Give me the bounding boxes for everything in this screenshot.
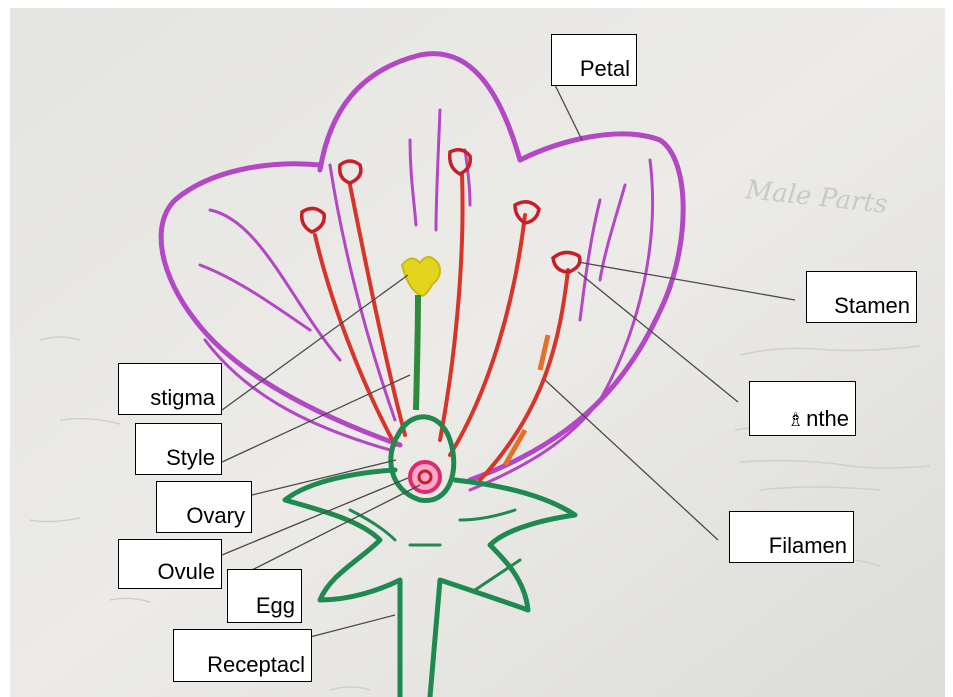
glitch-glyph-icon: ♗ — [787, 411, 804, 430]
label-petal-text: Petal — [580, 58, 630, 80]
label-egg: Egg — [227, 569, 302, 623]
label-stigma-text: stigma — [150, 387, 215, 409]
label-filament-text: Filamen — [769, 535, 847, 557]
label-ovule-text: Ovule — [158, 561, 215, 583]
label-anther-text: nthe — [806, 408, 849, 430]
label-filament: Filamen — [729, 511, 854, 563]
label-receptacle-text: Receptacl — [207, 654, 305, 676]
label-anther: ♗nthe — [749, 381, 856, 436]
style-shape — [416, 295, 418, 410]
label-style: Style — [135, 423, 222, 475]
label-ovary-text: Ovary — [186, 505, 245, 527]
label-ovule: Ovule — [118, 539, 222, 589]
label-style-text: Style — [166, 447, 215, 469]
label-stamen: Stamen — [806, 271, 917, 323]
label-stamen-text: Stamen — [834, 295, 910, 317]
label-ovary: Ovary — [156, 481, 252, 533]
label-stigma: stigma — [118, 363, 222, 415]
label-receptacle: Receptacl — [173, 629, 312, 682]
label-petal: Petal — [551, 34, 637, 86]
label-egg-text: Egg — [256, 595, 295, 617]
